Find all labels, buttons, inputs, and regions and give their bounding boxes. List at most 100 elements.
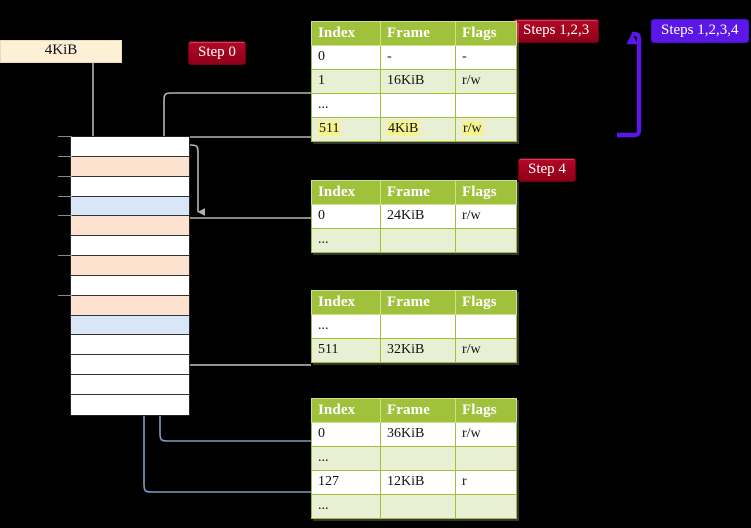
steps123-badge: Steps 1,2,3 [513,19,600,43]
cell-index: ... [311,314,381,339]
cell-index: 511 [311,338,381,363]
column-header-index: Index [311,180,381,205]
memsize-box: 4KiB [0,40,122,63]
frame-tick-mark [58,215,72,217]
steps123-label: Steps 1,2,3 [523,22,590,38]
step0-label: Step 0 [198,44,236,60]
memsize-label: 4KiB [44,42,78,58]
memory-frame-row [71,196,189,217]
cell-frame: 16KiB [380,69,456,94]
table-row: 511 4KiB r/w [311,117,517,142]
memory-frame-row [71,236,189,257]
memory-frame-row [71,137,189,157]
memory-frame-row [71,156,189,177]
column-header-frame: Frame [380,21,456,46]
memory-frame-row [71,355,189,376]
cell-index: ... [311,93,381,118]
table-row: ... [311,228,517,253]
cell-frame: 12KiB [380,470,456,495]
cell-frame: - [380,45,456,70]
cell-frame [380,93,456,118]
step4-label: Step 4 [528,161,566,177]
step4-badge: Step 4 [518,158,576,182]
memory-frame-row [71,216,189,237]
cell-index: 511 [311,117,381,142]
cell-flags: r/w [455,422,517,447]
frame-tick-mark [58,136,72,137]
cell-frame [380,494,456,519]
frame-tick-mark [58,294,72,296]
cell-frame: 36KiB [380,422,456,447]
table-row: ... [311,93,517,118]
highlighted-value: r/w [462,121,483,136]
cell-frame [380,314,456,339]
cell-flags: r/w [455,204,517,229]
highlighted-value: 4KiB [387,121,420,136]
cell-index: ... [311,446,381,471]
cell-flags [455,93,517,118]
table-row: ... [311,314,517,339]
memory-frame-row [71,395,189,415]
cell-flags: r/w [455,338,517,363]
cell-index: 0 [311,422,381,447]
wire-l2-511-to-memory [171,312,311,366]
cell-flags: r/w [455,69,517,94]
memory-frame-row [71,275,189,296]
memory-frame-row [71,295,189,316]
frame-tick-mark [58,175,72,177]
cell-index: 127 [311,470,381,495]
cell-flags [455,314,517,339]
cell-flags: r/w [455,117,517,142]
column-header-index: Index [311,21,381,46]
steps1234-badge: Steps 1,2,3,4 [651,19,749,43]
cell-index: 0 [311,45,381,70]
cell-flags [455,494,517,519]
column-header-index: Index [311,290,381,315]
memory-frame-row [71,315,189,336]
frame-tick-mark [58,195,72,197]
table-row: ... [311,446,517,471]
wire-l3-0-to-memory [177,217,311,268]
cell-flags [455,446,517,471]
column-header-index: Index [311,398,381,423]
column-header-flags: Flags [455,21,517,46]
steps-bracket-arrow [617,31,642,138]
column-header-frame: Frame [380,398,456,423]
wire-memory-to-l3 [189,144,205,216]
column-header-frame: Frame [380,290,456,315]
cell-flags [455,228,517,253]
step0-badge: Step 0 [188,41,246,65]
column-header-flags: Flags [455,290,517,315]
steps1234-label: Steps 1,2,3,4 [661,22,739,38]
table-row: ... [311,494,517,519]
memory-frame-row [71,335,189,356]
frame-tick-mark [58,255,72,257]
cell-frame: 24KiB [380,204,456,229]
cell-flags: - [455,45,517,70]
frame-tick-mark [58,155,72,157]
column-header-frame: Frame [380,180,456,205]
memory-frame-row [71,256,189,276]
cell-flags: r [455,470,517,495]
cell-frame [380,228,456,253]
physical-memory-frames [70,136,190,416]
cell-frame [380,446,456,471]
cell-index: ... [311,228,381,253]
table-row: 0-- [311,45,517,70]
cell-frame: 4KiB [380,117,456,142]
memory-frame-row [71,176,189,197]
memory-frame-row [71,375,189,396]
highlighted-value: 511 [318,121,341,136]
